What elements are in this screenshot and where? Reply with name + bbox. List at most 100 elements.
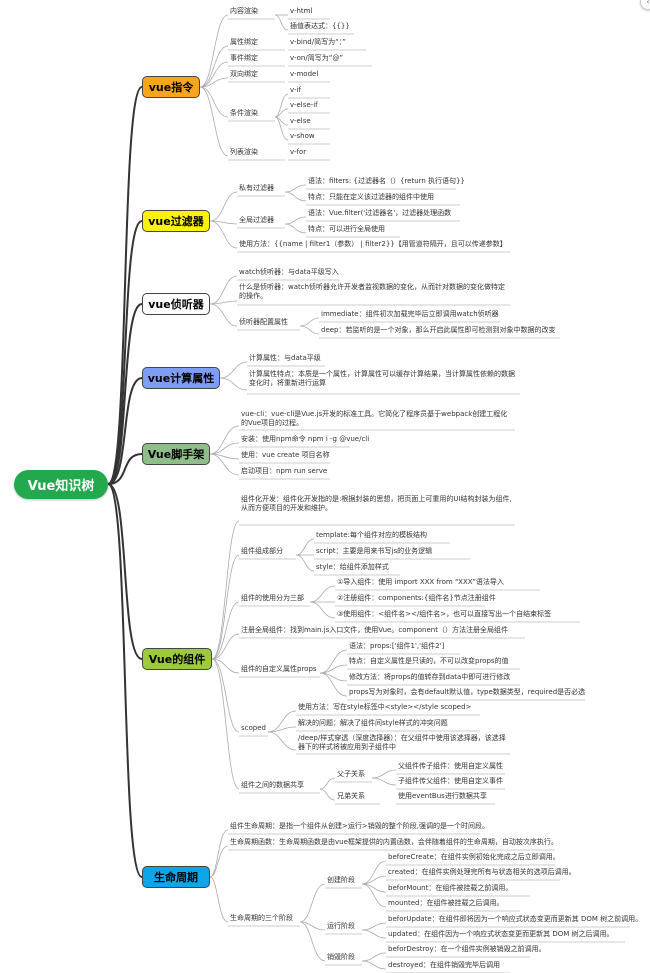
- branch-connector: [284, 216, 307, 225]
- root-connector-2: [107, 303, 143, 485]
- lifecycle-before-destroy: beforDestroy：在一个组件实例被销毁之前调用。: [388, 945, 546, 953]
- branch-connector: [211, 658, 240, 674]
- directive-v-show: v-show: [290, 132, 315, 140]
- lifecycle-hooks: 生命周期函数：生命周期函数是由vue框架提供的内置函数，会伴随着组件的生命周期，…: [230, 838, 558, 846]
- branch-connector: [199, 77, 229, 88]
- branch-connector: [211, 520, 240, 660]
- component-step2: ②注册组件：components:{组件名}节点注册组件: [337, 594, 496, 602]
- branch-connector: [209, 220, 238, 249]
- branch-connector: [284, 191, 307, 202]
- branch-connector: [267, 726, 297, 733]
- root-connector-4: [107, 453, 143, 485]
- branch-connector: [309, 601, 336, 619]
- branch-filters[interactable]: vue过滤器: [142, 210, 210, 232]
- directive-v-if: v-if: [290, 86, 301, 94]
- root-connector-6: [107, 483, 143, 878]
- lifecycle-before-create: beforeCreate：在组件实例初始化完成之后立即调用。: [388, 853, 560, 861]
- branch-connector: [361, 922, 387, 931]
- branch-connector: [209, 191, 238, 222]
- branch-connector: [284, 223, 307, 234]
- filter-global-feature: 特点：可以进行全局使用: [308, 225, 385, 233]
- branch-computed[interactable]: vue计算属性: [142, 367, 220, 389]
- branch-lifecycle[interactable]: 生命周期: [142, 866, 210, 888]
- root-connector-3: [107, 377, 143, 485]
- filter-usage: 使用方法：{{name | filter1（参数） | filter2}}【用管…: [239, 240, 507, 248]
- watcher-immediate: immediate：组件初次加载完毕后立即调用watch侦听器: [321, 310, 499, 318]
- root-connector-0: [107, 86, 143, 485]
- lifecycle-updated: updated：在组件因为一个响应式状态变更而更新其 DOM 树之后调用。: [388, 930, 614, 938]
- branch-connector: [371, 777, 397, 786]
- watcher-deep: deep：若监听的是一个对象，那么开启此属性即可检测到对象中数据的改变: [321, 326, 556, 334]
- component-global-reg: 注册全局组件：找到main.js入口文件，使用Vue。component（）方法…: [241, 626, 508, 634]
- branch-connector: [284, 184, 307, 193]
- branch-connector: [209, 829, 229, 878]
- component-scoped-solve: 解决的问题：解决了组件间style样式的冲突问题: [298, 719, 448, 727]
- branch-connector: [199, 45, 229, 88]
- component-scoped-deep: /deep/样式穿透（深度选择器）：在父组件中使用该选择器，该选择器下的样式将被…: [298, 734, 506, 751]
- branch-connector: [361, 929, 387, 939]
- branch-connector: [209, 425, 240, 455]
- branch-connector: [274, 14, 289, 31]
- branch-connector: [361, 883, 387, 908]
- root-connector-5: [107, 483, 143, 660]
- branch-connector: [319, 788, 336, 801]
- directive-v-html: v-html: [290, 7, 313, 15]
- branch-connector: [209, 876, 229, 923]
- branch-connector: [209, 845, 229, 878]
- branch-connector: [299, 883, 326, 923]
- branch-connector: [299, 325, 320, 335]
- watcher-watch: watch侦听器：与data平级写入: [239, 268, 339, 276]
- filter-private: 私有过滤器: [239, 184, 274, 192]
- branch-cli[interactable]: Vue脚手架: [142, 443, 210, 465]
- branch-connector: [319, 672, 348, 697]
- component-step3: ③使用组件：<组件名></组件名>，也可以直接写出一个自结束标签: [337, 610, 552, 618]
- branch-connector: [295, 554, 315, 572]
- directive-v-for: v-for: [290, 148, 307, 156]
- branch-connector: [295, 538, 315, 556]
- branch-components[interactable]: Vue的组件: [142, 648, 212, 670]
- lifecycle-period: 组件生命周期：是指一个组件从创建>运行>销毁的整个阶段,强调的是一个时间段。: [230, 822, 489, 830]
- branch-connector: [267, 710, 297, 733]
- branch-connector: [274, 108, 289, 118]
- directive-v-bind: v-bind/简写为“：”: [290, 38, 346, 46]
- component-p2c: 父组件传子组件：使用自定义属性: [398, 762, 503, 770]
- lifecycle-three: 生命周期的三个阶段: [230, 914, 293, 922]
- branch-connector: [267, 731, 297, 751]
- component-props: 组件的自定义属性props: [241, 665, 317, 673]
- branch-connector: [319, 664, 348, 674]
- component-data-share: 组件之间的数据共享: [241, 781, 304, 789]
- branch-connector: [361, 960, 387, 970]
- cli-use: 使用：vue create 项目名称: [241, 451, 330, 459]
- branch-connector: [319, 649, 348, 674]
- lifecycle-before-update: beforUpdate：在组件即将因为一个响应式状态变更而更新其 DOM 树之前…: [388, 915, 643, 923]
- directive-list-render: 列表渲染: [230, 148, 258, 156]
- cli-install: 安装：使用npm命令 npm i -g @vue/cli: [241, 435, 370, 443]
- branch-connector: [209, 453, 240, 476]
- branch-connector: [211, 658, 240, 733]
- branch-connector: [299, 921, 326, 962]
- directive-cond-render: 条件渲染: [230, 109, 258, 117]
- branch-watchers[interactable]: vue侦听器: [142, 293, 210, 315]
- directive-v-else: v-else: [290, 117, 311, 125]
- component-props-feature: 特点：自定义属性是只读的，不可以改变props的值: [349, 657, 509, 665]
- branch-connector: [199, 61, 229, 88]
- lifecycle-destroyed: destroyed：在组件销毁完毕后调用: [388, 961, 501, 969]
- branch-connector: [319, 777, 336, 790]
- filter-private-feature: 特点：只能在定义该过滤器的组件中使用: [308, 193, 434, 201]
- component-dev: 组件化开发：组件化开发指的是:根据封装的思想，把页面上可重用的UI结构封装为组件…: [241, 495, 512, 512]
- watcher-config: 侦听器配置属性: [239, 318, 288, 326]
- lifecycle-mounted: mounted：在组件被挂载之后调用。: [388, 899, 504, 907]
- directive-content-render: 内容渲染: [230, 7, 258, 15]
- branch-connector: [299, 921, 326, 931]
- root-node[interactable]: Vue知识树: [14, 470, 108, 499]
- cli-vue-cli: vue-cli：vue-cli是Vue.js开发的标准工具。它简化了程序员基于w…: [241, 410, 508, 427]
- component-props-object: props写为对象时，会有default默认值，type数据类型，require…: [349, 688, 586, 696]
- collapse-corner-icon[interactable]: ‹: [640, 0, 650, 10]
- branch-directives[interactable]: vue指令: [142, 76, 200, 98]
- lifecycle-run: 运行阶段: [327, 922, 355, 930]
- branch-connector: [209, 300, 238, 305]
- component-style: style：给组件添加样式: [316, 563, 389, 571]
- lifecycle-destroy: 销毁阶段: [327, 953, 355, 961]
